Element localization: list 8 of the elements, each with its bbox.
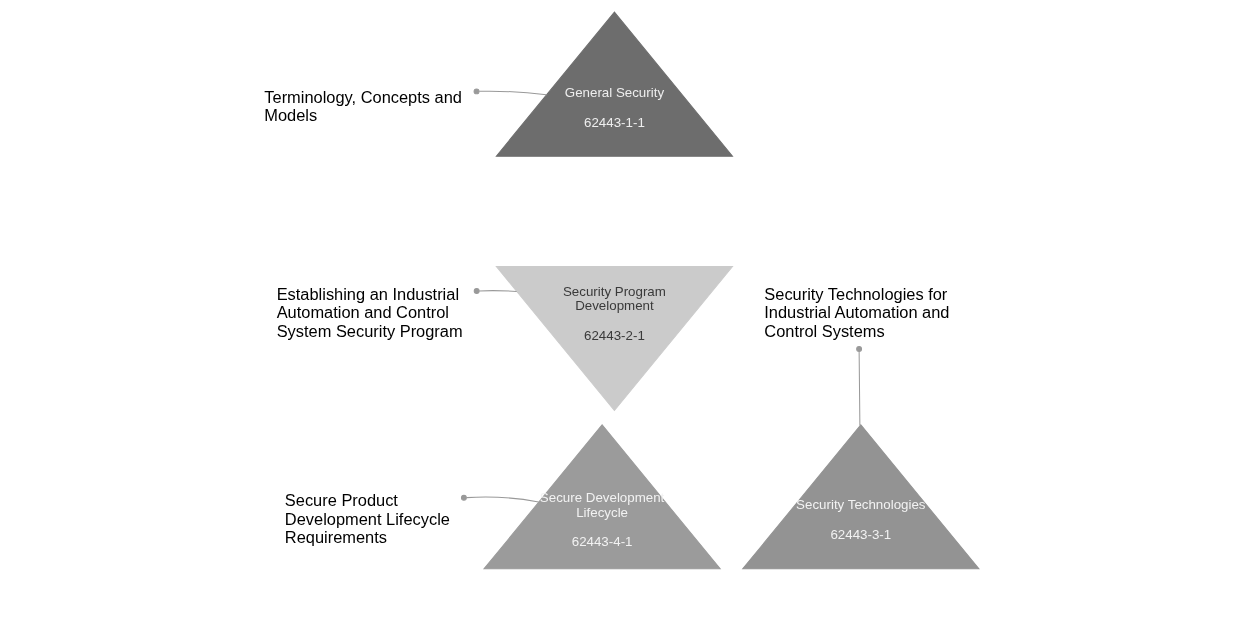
connector — [473, 88, 547, 96]
connector — [473, 288, 518, 295]
node-text: Secure Product Development Lifecycle Requirements — [284, 491, 450, 547]
node-text: Establishing an Industrial Automation and Control System Security Program — [276, 284, 463, 340]
connector — [856, 346, 863, 427]
connector — [460, 494, 540, 503]
node-text: Terminology, Concepts and Models — [264, 87, 462, 125]
node-text: Security Technologies for Industrial Automation and Control Systems — [764, 284, 950, 340]
